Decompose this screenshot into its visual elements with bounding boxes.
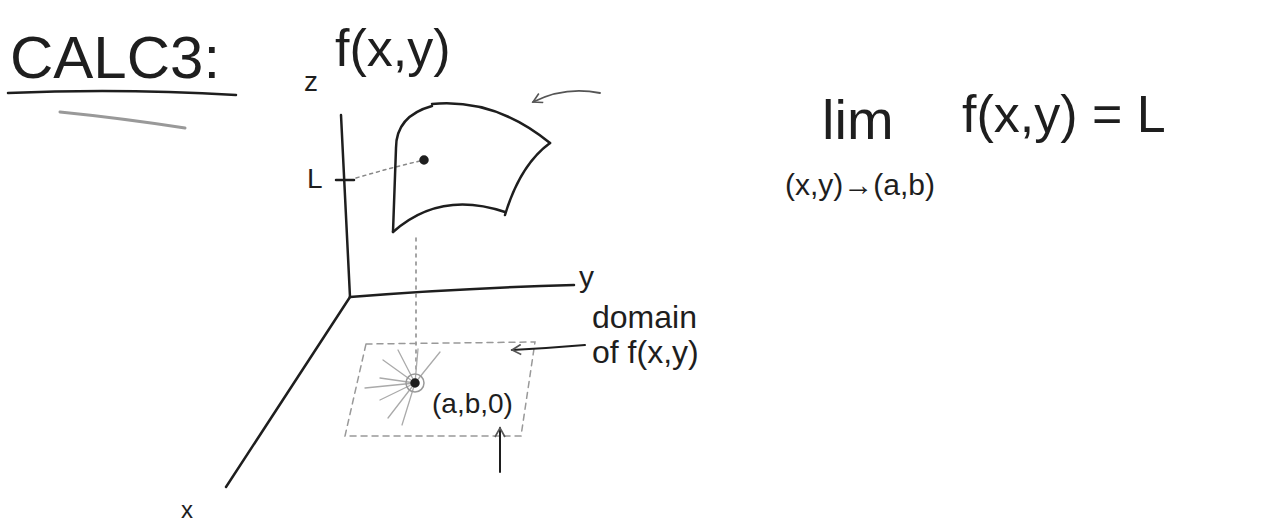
leader-arrow <box>512 345 585 350</box>
title-underline <box>8 91 236 95</box>
leader-arrow <box>499 428 501 472</box>
x-axis <box>226 297 350 487</box>
value-label: L <box>307 165 323 193</box>
title: CALC3: <box>10 28 220 88</box>
surface-point <box>421 157 428 164</box>
limit-operator: lim <box>822 92 894 148</box>
surface-edge <box>393 106 432 232</box>
surface-edge <box>393 204 505 232</box>
axis-label: z <box>304 68 318 96</box>
domain-point <box>412 380 419 387</box>
projection-line <box>415 238 417 374</box>
axis-tick <box>336 179 354 182</box>
z-axis <box>341 115 350 297</box>
axis-label: y <box>579 262 594 292</box>
y-axis <box>350 285 574 297</box>
neighborhood-circle <box>406 374 424 392</box>
title-underline-shadow <box>60 112 185 128</box>
domain-region <box>345 342 535 436</box>
function-label: f(x,y) <box>335 22 451 74</box>
surface-edge <box>432 103 550 143</box>
surface-edge <box>505 143 550 215</box>
approach-paths <box>365 349 440 425</box>
point-label: (a,b,0) <box>432 390 513 418</box>
domain-label: domain of f(x,y) <box>592 300 720 370</box>
level-guide <box>356 161 420 178</box>
limit-subscript: (x,y)→(a,b) <box>785 170 935 200</box>
axis-label: x <box>181 498 193 522</box>
limit-expression: f(x,y) = L <box>962 88 1166 140</box>
pointer-arrow <box>533 91 600 102</box>
